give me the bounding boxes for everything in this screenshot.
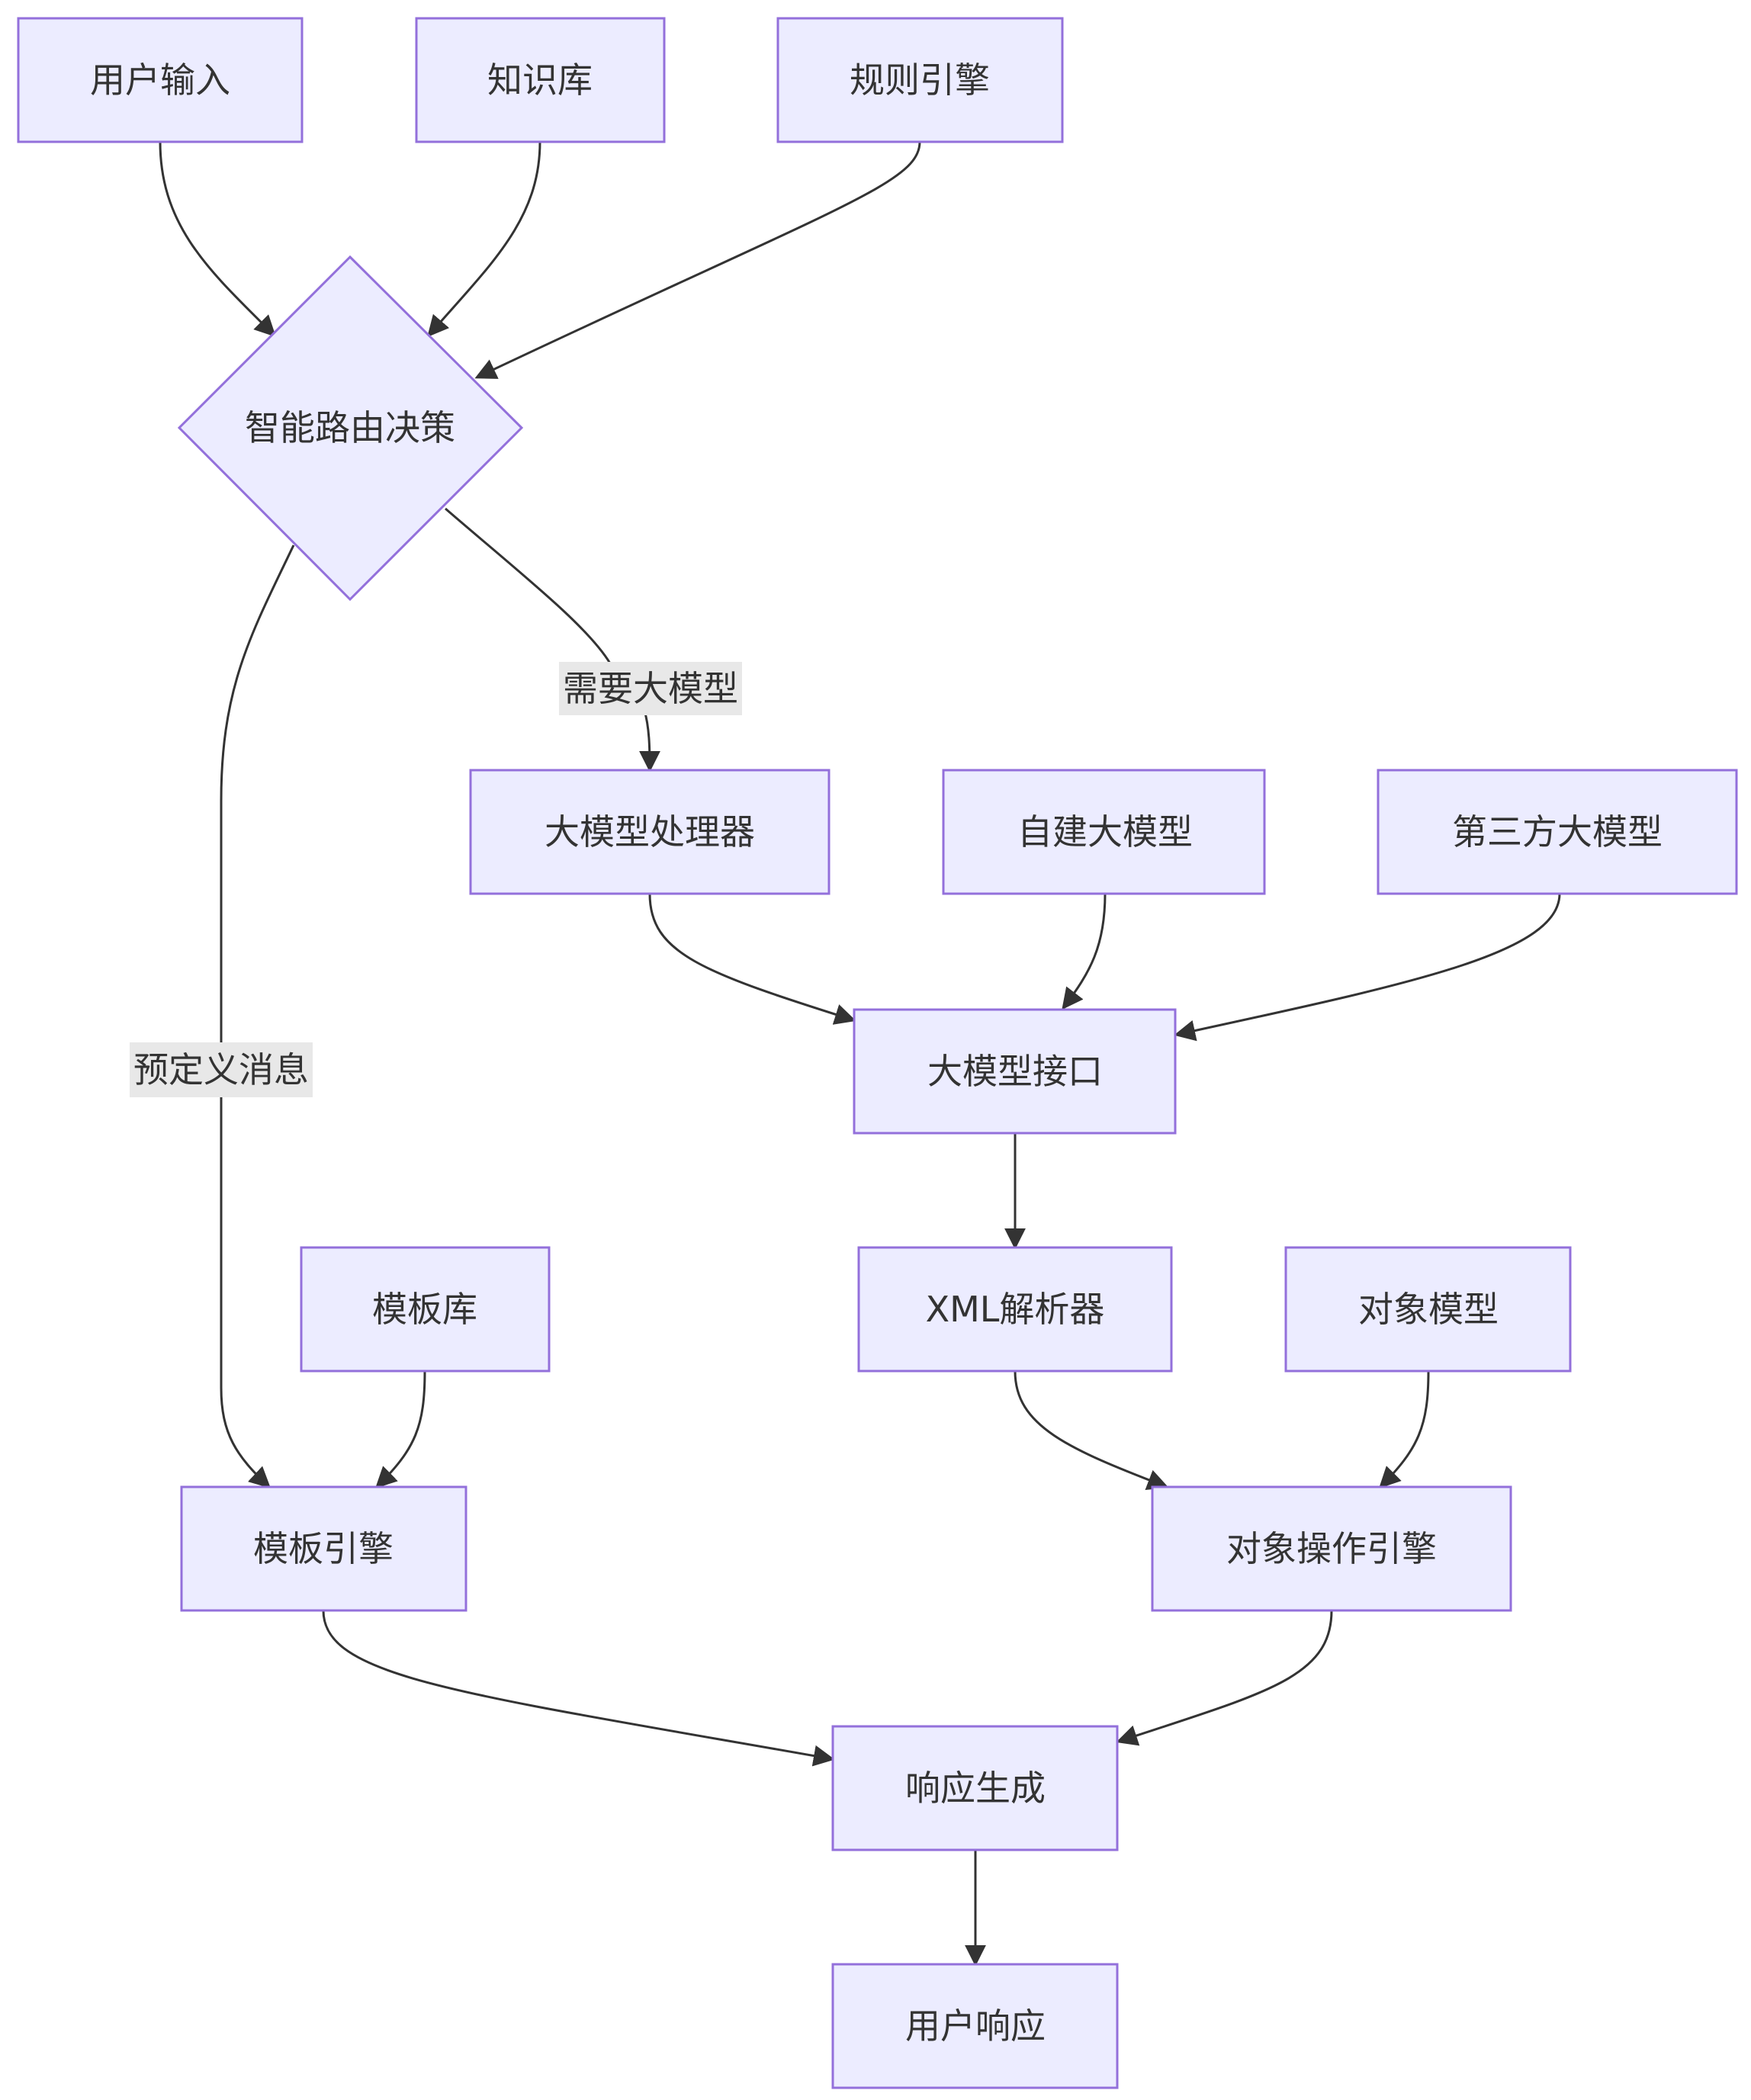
node-template-engine-label: 模板引擎 bbox=[253, 1528, 394, 1569]
node-user-input-label: 用户输入 bbox=[90, 59, 230, 101]
node-object-operation-engine[interactable]: 对象操作引擎 bbox=[1151, 1485, 1512, 1612]
edge-third-party-llm-to-llm-interface bbox=[1174, 893, 1561, 1042]
node-routing-decision-label: 智能路由决策 bbox=[245, 407, 455, 448]
node-llm-processor-label: 大模型处理器 bbox=[545, 811, 755, 853]
edge-object-operation-engine-to-response-generation bbox=[1116, 1610, 1333, 1746]
edge-template-library-to-template-engine bbox=[375, 1370, 426, 1488]
node-routing-decision[interactable]: 智能路由决策 bbox=[177, 255, 524, 602]
node-knowledge-base-label: 知识库 bbox=[487, 59, 593, 101]
node-knowledge-base[interactable]: 知识库 bbox=[415, 17, 666, 143]
edge-template-engine-to-response-generation bbox=[322, 1610, 835, 1767]
edge-label-predefined-message: 预定义消息 bbox=[130, 1042, 313, 1097]
node-llm-processor[interactable]: 大模型处理器 bbox=[469, 769, 831, 895]
edge-knowledge-base-to-routing bbox=[427, 141, 541, 338]
edge-object-model-to-object-operation-engine bbox=[1379, 1370, 1430, 1488]
edge-self-built-llm-to-llm-interface bbox=[1062, 893, 1107, 1010]
node-xml-parser[interactable]: XML解析器 bbox=[857, 1246, 1173, 1373]
node-llm-interface[interactable]: 大模型接口 bbox=[853, 1008, 1177, 1135]
node-third-party-llm[interactable]: 第三方大模型 bbox=[1377, 769, 1738, 895]
node-rule-engine[interactable]: 规则引擎 bbox=[776, 17, 1064, 143]
edge-label-needs-llm: 需要大模型 bbox=[559, 662, 742, 715]
node-third-party-llm-label: 第三方大模型 bbox=[1452, 811, 1663, 853]
node-llm-interface-label: 大模型接口 bbox=[927, 1051, 1103, 1092]
node-object-model-label: 对象模型 bbox=[1358, 1289, 1499, 1330]
edge-user-input-to-routing bbox=[159, 141, 276, 337]
node-rule-engine-label: 规则引擎 bbox=[850, 59, 990, 101]
node-response-generation[interactable]: 响应生成 bbox=[831, 1725, 1119, 1851]
node-user-input[interactable]: 用户输入 bbox=[17, 17, 304, 143]
node-template-engine[interactable]: 模板引擎 bbox=[180, 1485, 467, 1612]
node-user-response[interactable]: 用户响应 bbox=[831, 1963, 1119, 2089]
edge-rule-engine-to-routing bbox=[474, 141, 921, 379]
node-user-response-label: 用户响应 bbox=[905, 2005, 1046, 2047]
edge-label-needs-llm-text: 需要大模型 bbox=[563, 668, 738, 709]
node-xml-parser-label: XML解析器 bbox=[926, 1289, 1105, 1330]
node-object-model[interactable]: 对象模型 bbox=[1284, 1246, 1572, 1373]
node-self-built-llm-label: 自建大模型 bbox=[1017, 811, 1193, 853]
node-self-built-llm[interactable]: 自建大模型 bbox=[942, 769, 1266, 895]
edge-llm-processor-to-llm-interface bbox=[648, 893, 856, 1025]
edge-label-predefined-message-text: 预定义消息 bbox=[133, 1049, 309, 1090]
node-template-library[interactable]: 模板库 bbox=[300, 1246, 551, 1373]
edge-routing-to-llm-processor bbox=[445, 507, 660, 772]
node-response-generation-label: 响应生成 bbox=[905, 1768, 1046, 1809]
edge-routing-to-template-engine bbox=[220, 544, 295, 1488]
edges bbox=[159, 141, 1561, 1967]
node-object-operation-engine-label: 对象操作引擎 bbox=[1226, 1528, 1437, 1569]
edge-xml-parser-to-object-operation-engine bbox=[1014, 1370, 1169, 1491]
node-template-library-label: 模板库 bbox=[372, 1289, 477, 1330]
